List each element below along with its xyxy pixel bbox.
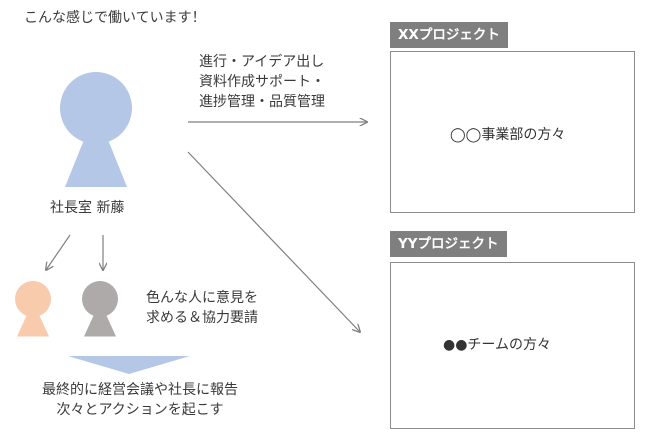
arrow-to-project-yy	[187, 151, 360, 332]
support-line: 資料作成サポート・	[199, 74, 325, 90]
caption: こんな感じで働いています！	[24, 10, 206, 26]
helper-person-icon	[15, 281, 51, 337]
result-line: 次々とアクションを起こす	[56, 402, 224, 418]
support-line: 進行・アイデア出し	[199, 54, 325, 70]
project-title-xx: XXプロジェクト	[390, 22, 508, 48]
ceo-person-icon	[60, 72, 132, 187]
project-box-xx	[390, 51, 635, 213]
members-label-xx: ◯◯事業部の方々	[450, 127, 566, 143]
members-label-yy: ●●チームの方々	[443, 337, 552, 353]
arrow-to-helper-1	[46, 234, 71, 270]
helper-person-icon	[82, 281, 118, 337]
consult-text: 色んな人に意見を 求める＆協力要請	[146, 288, 258, 328]
result-text: 最終的に経営会議や社長に報告 次々とアクションを起こす	[10, 380, 270, 420]
consult-line: 求める＆協力要請	[146, 310, 258, 326]
support-line: 進捗管理・品質管理	[199, 94, 325, 110]
result-arrow-icon	[68, 356, 190, 374]
ceo-name: 社長室 新藤	[50, 200, 125, 216]
project-box-yy	[390, 262, 635, 429]
result-line: 最終的に経営会議や社長に報告	[42, 382, 238, 398]
support-text: 進行・アイデア出し 資料作成サポート・ 進捗管理・品質管理	[199, 52, 325, 112]
project-title-yy: YYプロジェクト	[390, 231, 507, 257]
consult-line: 色んな人に意見を	[146, 290, 258, 306]
